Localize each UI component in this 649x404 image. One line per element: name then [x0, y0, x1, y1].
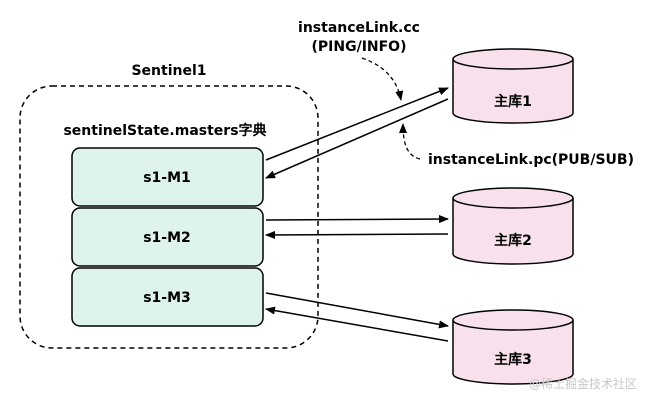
master-db-2: 主库2	[452, 187, 574, 265]
master-label-1: 主库1	[494, 93, 532, 110]
master-label-3: 主库3	[494, 351, 532, 368]
master-label-2: 主库2	[494, 232, 532, 249]
instance-label-2: s1-M2	[143, 230, 191, 246]
master-db-1: 主库1	[452, 48, 574, 124]
instance-box-1: s1-M1	[71, 147, 264, 207]
instance-label-1: s1-M1	[143, 170, 191, 186]
link-arrow-m1-out	[265, 87, 449, 161]
annotation-cc-line2: (PING/INFO)	[312, 39, 407, 55]
link-arrow-m3-out	[265, 292, 449, 329]
link-arrow-m2-in	[265, 230, 449, 239]
watermark: @稀土掘金技术社区	[529, 376, 637, 391]
sentinel-container	[19, 85, 319, 349]
sentinel-title: Sentinel1	[131, 63, 206, 79]
dict-label: sentinelState.masters字典	[63, 122, 266, 139]
master-db-3: 主库3	[452, 309, 574, 385]
annotation-cc-line1: instanceLink.cc	[298, 20, 420, 36]
link-arrow-m1-in	[265, 98, 449, 179]
instance-label-3: s1-M3	[143, 290, 191, 306]
callout-pc-pointer	[399, 123, 421, 160]
instance-box-2: s1-M2	[71, 207, 264, 267]
annotation-pc: instanceLink.pc(PUB/SUB)	[428, 152, 634, 168]
link-arrow-m2-out	[265, 215, 449, 224]
callout-cc-pointer	[361, 57, 404, 101]
link-arrow-m3-in	[265, 306, 449, 342]
instance-box-3: s1-M3	[71, 267, 264, 327]
